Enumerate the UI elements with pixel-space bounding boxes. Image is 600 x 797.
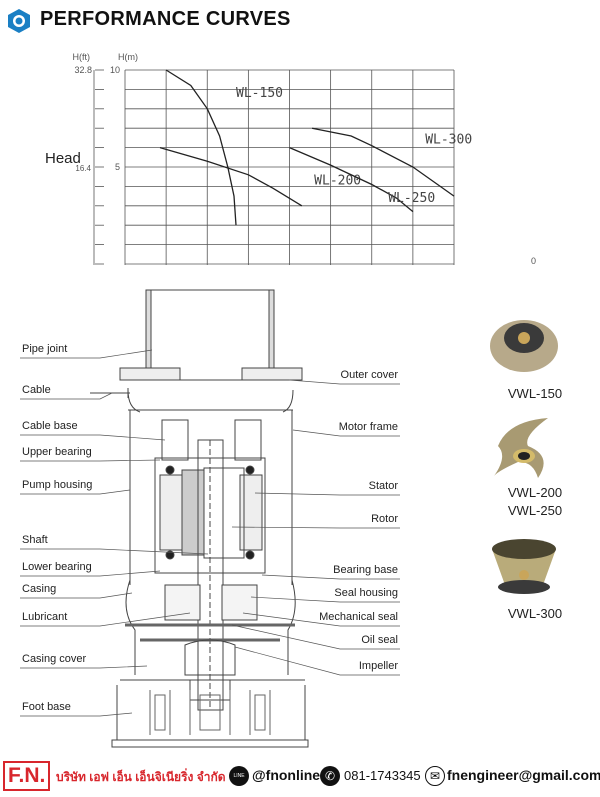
- leader-line: [20, 548, 209, 555]
- part-label: Stator: [368, 480, 398, 492]
- leader-line: [20, 712, 133, 717]
- leader-line: [234, 646, 400, 676]
- company-name: บริษัท เอฟ เอ็น เอ็นจิเนียริ่ง จำกัด: [56, 770, 226, 784]
- impeller-vwl-200-250-image: [494, 418, 548, 478]
- leader-line: [231, 526, 400, 529]
- part-label: Foot base: [22, 701, 71, 713]
- leader-line: [254, 492, 400, 496]
- part-label: Lower bearing: [22, 561, 92, 573]
- motor-frame: [128, 409, 293, 585]
- part-label: Rotor: [371, 513, 398, 525]
- m-tick-label: 5: [115, 162, 120, 172]
- leader-line: [20, 459, 161, 462]
- part-label: Pipe joint: [22, 343, 68, 355]
- part-label: Outer cover: [340, 369, 398, 381]
- part-label: Oil seal: [361, 634, 398, 646]
- phone-number-link[interactable]: 081-1743345: [344, 768, 421, 783]
- impeller-vwl-300-image: [492, 539, 556, 594]
- part-label: Cable base: [22, 420, 78, 432]
- curve-label: WL-250: [388, 191, 435, 206]
- curve-label: WL-300: [425, 133, 472, 148]
- leader-line: [20, 592, 133, 599]
- leader-line: [20, 570, 161, 577]
- leader-line: [250, 596, 400, 603]
- part-label: Motor frame: [338, 421, 398, 433]
- part-label: Casing: [22, 583, 57, 595]
- line-id-link[interactable]: @fnonline: [252, 767, 321, 783]
- part-label: Seal housing: [334, 587, 398, 599]
- pump-cross-section-diagram: [20, 289, 400, 748]
- part-label: Bearing base: [333, 564, 398, 576]
- curve-wl-150: [165, 69, 237, 226]
- footer-contact-bar: F.N. บริษัท เอฟ เอ็น เอ็นจิเนียริ่ง จำกั…: [0, 758, 600, 794]
- email-link[interactable]: fnengineer@gmail.com: [447, 767, 600, 783]
- ft-tick-label: 16.4: [75, 164, 91, 173]
- m-tick-label: 10: [110, 65, 120, 75]
- part-label: Upper bearing: [22, 446, 92, 458]
- impeller-label: VWL-200: [507, 485, 563, 500]
- page-title: PERFORMANCE CURVES: [40, 8, 291, 30]
- phone-icon: ✆: [320, 766, 340, 786]
- leader-line: [242, 612, 400, 627]
- leader-line: [20, 489, 131, 495]
- line-icon: LINE: [229, 766, 249, 786]
- leader-line: [20, 349, 153, 359]
- leader-line: [20, 434, 166, 441]
- leader-line: [288, 379, 400, 385]
- pipe-joint: [149, 289, 271, 381]
- email-icon: ✉: [425, 766, 445, 786]
- y-axis-label: Head: [45, 150, 81, 167]
- recycle-logo-icon: [8, 9, 30, 33]
- part-label: Impeller: [358, 660, 398, 672]
- curve-wl-300: [311, 127, 455, 197]
- impeller-label: VWL-250: [507, 503, 563, 518]
- impeller-label: VWL-300: [507, 606, 563, 621]
- leader-line: [20, 392, 113, 400]
- leader-line: [20, 612, 191, 627]
- ft-axis-unit: H(ft): [73, 52, 91, 62]
- ft-tick-label: 32.8: [74, 65, 92, 75]
- impeller-vwl-150-image: [490, 320, 558, 372]
- curve-label: WL-150: [236, 86, 283, 101]
- part-label: Cable: [22, 384, 51, 396]
- company-logo: F.N.: [3, 761, 51, 791]
- part-label: Pump housing: [22, 479, 93, 491]
- curve-label: WL-200: [314, 173, 361, 188]
- impeller-label: VWL-150: [507, 386, 563, 401]
- x-tick-label: 0: [531, 256, 536, 265]
- curve-wl-200: [159, 146, 303, 207]
- m-axis-unit: H(m): [118, 52, 138, 62]
- part-label: Casing cover: [22, 653, 87, 665]
- leader-line: [261, 574, 400, 580]
- leader-line: [292, 429, 400, 437]
- part-label: Lubricant: [22, 611, 68, 623]
- part-label: Shaft: [22, 534, 48, 546]
- leader-line: [20, 665, 148, 669]
- part-label: Mechanical seal: [319, 611, 398, 623]
- curve-wl-250: [289, 147, 414, 213]
- leader-line: [231, 624, 400, 650]
